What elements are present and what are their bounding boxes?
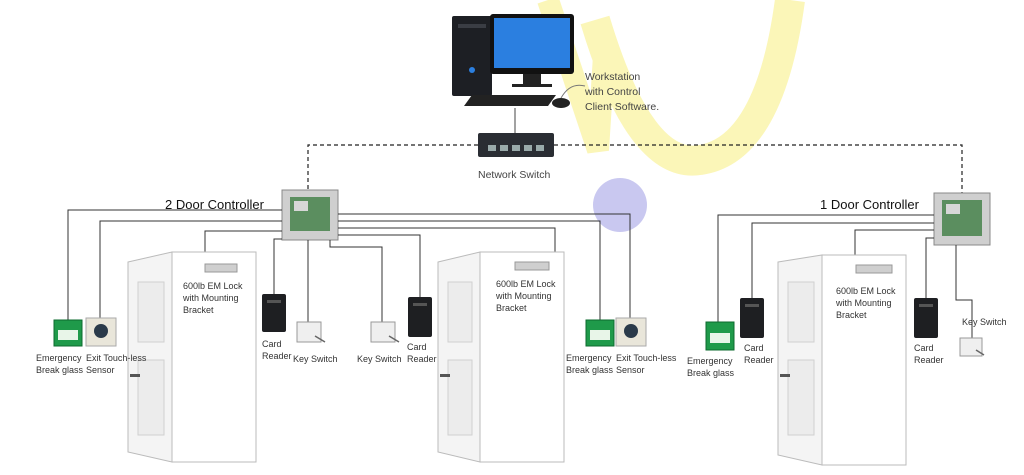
card-reader-1	[262, 294, 286, 332]
workstation-icon	[452, 14, 586, 108]
card-reader-2-label-line-2: Reader	[407, 354, 437, 364]
two-door-controller-label: 2 Door Controller	[165, 197, 265, 212]
exit-sensor-2-label-line-2: Sensor	[616, 365, 645, 375]
key-switch-1	[296, 321, 326, 343]
key-switch-2-label: Key Switch	[357, 354, 402, 364]
workstation-label-line-2: with Control	[584, 86, 640, 98]
card-reader-2-label-line-1: Card	[407, 342, 427, 352]
em-lock-3-label-line-3: Bracket	[836, 310, 867, 320]
emergency-break-glass-2	[585, 319, 615, 347]
break-glass-2-label-line-1: Emergency	[566, 353, 612, 363]
break-glass-2-label-line-2: Break glass	[566, 365, 614, 375]
em-lock-2-label-line-1: 600lb EM Lock	[496, 279, 556, 289]
door-3	[777, 254, 907, 466]
break-glass-1-label-line-1: Emergency	[36, 353, 82, 363]
workstation-label-line-1: Workstation	[585, 71, 640, 83]
workstation-label-line-3: Client Software.	[585, 101, 659, 113]
card-reader-3	[740, 298, 764, 338]
emergency-break-glass-1	[53, 319, 83, 347]
watermark-circle	[593, 178, 647, 232]
network-switch-icon	[478, 133, 554, 157]
card-reader-1-label-line-1: Card	[262, 339, 282, 349]
card-reader-4	[914, 298, 938, 338]
em-lock-1-label-line-3: Bracket	[183, 305, 214, 315]
network-link	[307, 144, 963, 193]
break-glass-1-label-line-2: Break glass	[36, 365, 84, 375]
card-reader-4-label-line-1: Card	[914, 343, 934, 353]
em-lock-1-label-line-2: with Mounting	[182, 293, 239, 303]
exit-sensor-2-label-line-1: Exit Touch-less	[616, 353, 677, 363]
exit-sensor-1	[85, 317, 117, 347]
exit-sensor-1-label-line-2: Sensor	[86, 365, 115, 375]
network-switch-label: Network Switch	[478, 169, 551, 181]
key-switch-2	[370, 321, 400, 343]
card-reader-4-label-line-2: Reader	[914, 355, 944, 365]
exit-sensor-2	[615, 317, 647, 347]
em-lock-3-label-line-1: 600lb EM Lock	[836, 286, 896, 296]
two-door-controller-icon	[281, 189, 339, 241]
card-reader-3-label-line-2: Reader	[744, 355, 774, 365]
key-switch-3-label: Key Switch	[962, 317, 1007, 327]
em-lock-2-label-line-2: with Mounting	[495, 291, 552, 301]
break-glass-3-label-line-1: Emergency	[687, 356, 733, 366]
break-glass-3-label-line-2: Break glass	[687, 368, 735, 378]
card-reader-1-label-line-2: Reader	[262, 351, 292, 361]
one-door-controller-label: 1 Door Controller	[820, 197, 920, 212]
watermark-logo	[537, 0, 805, 232]
emergency-break-glass-3	[705, 321, 735, 351]
key-switch-3	[959, 337, 985, 357]
em-lock-3-label-line-2: with Mounting	[835, 298, 892, 308]
card-reader-3-label-line-1: Card	[744, 343, 764, 353]
em-lock-1-label-line-1: 600lb EM Lock	[183, 281, 243, 291]
door-1	[127, 251, 257, 463]
door-2	[437, 251, 565, 463]
key-switch-1-label: Key Switch	[293, 354, 338, 364]
wiring	[67, 209, 973, 340]
exit-sensor-1-label-line-1: Exit Touch-less	[86, 353, 147, 363]
em-lock-2-label-line-3: Bracket	[496, 303, 527, 313]
card-reader-2	[408, 297, 432, 337]
one-door-controller-icon	[933, 192, 991, 246]
